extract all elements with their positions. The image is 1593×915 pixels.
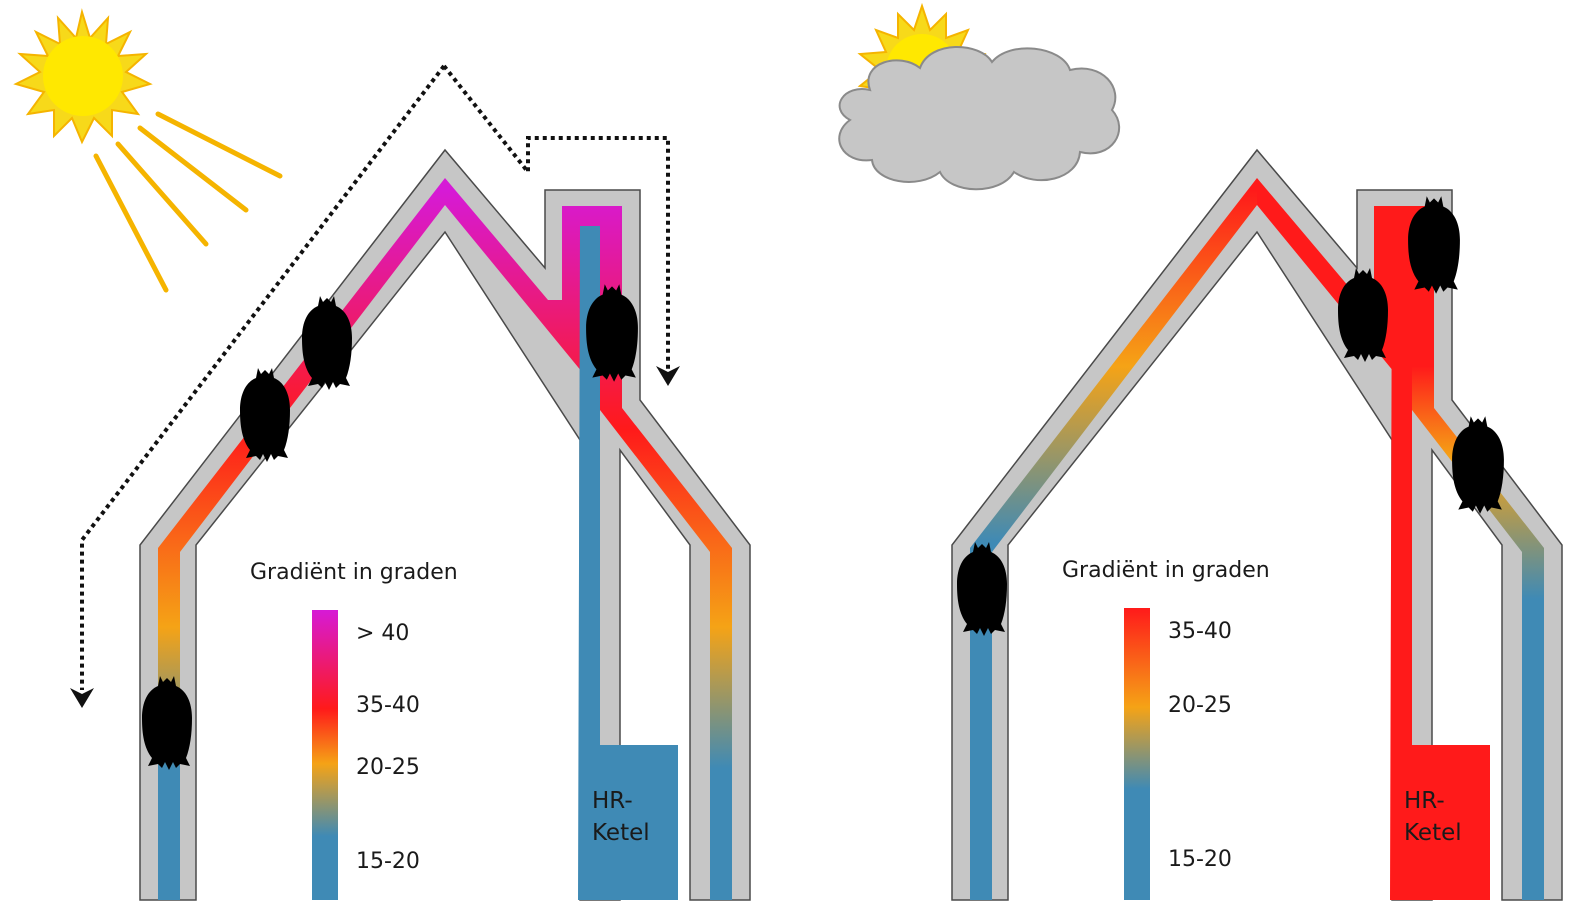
legend-label: 20-25 bbox=[356, 755, 420, 780]
legend-label: 20-25 bbox=[1168, 693, 1232, 718]
arrowhead-icon bbox=[70, 688, 94, 708]
legend-label: 35-40 bbox=[1168, 619, 1232, 644]
sun-icon bbox=[13, 8, 283, 293]
boiler-label-line2: Ketel bbox=[1404, 820, 1462, 846]
right-house: Gradiënt in graden 35-40 20-25 15-20 HR-… bbox=[838, 2, 1563, 901]
boiler-label-line1: HR- bbox=[592, 788, 633, 814]
right-boiler-flue bbox=[1390, 226, 1490, 900]
legend-label: 15-20 bbox=[356, 849, 420, 874]
left-house: Gradiënt in graden > 40 35-40 20-25 15-2… bbox=[13, 8, 751, 901]
legend-label: 35-40 bbox=[356, 693, 420, 718]
legend-label: 15-20 bbox=[1168, 847, 1232, 872]
legend-title: Gradiënt in graden bbox=[250, 560, 458, 585]
legend-gradient-bar bbox=[312, 610, 338, 900]
cloud-icon bbox=[838, 46, 1121, 191]
legend-label: > 40 bbox=[356, 621, 409, 646]
legend-gradient-bar bbox=[1124, 608, 1150, 900]
dotted-arrow-icon bbox=[80, 64, 670, 690]
boiler-label-line1: HR- bbox=[1404, 788, 1445, 814]
arrowhead-icon bbox=[656, 366, 680, 386]
legend-title: Gradiënt in graden bbox=[1062, 558, 1270, 583]
boiler-label-line2: Ketel bbox=[592, 820, 650, 846]
left-boiler-flue bbox=[578, 226, 678, 900]
